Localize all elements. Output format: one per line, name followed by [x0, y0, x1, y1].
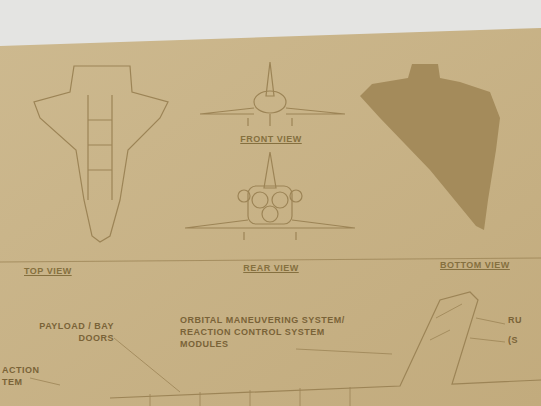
view-label: REAR VIEW [234, 262, 308, 274]
leader-line [470, 318, 505, 342]
front-wings [200, 108, 345, 114]
front-gear [248, 114, 292, 126]
payload-doors [88, 95, 112, 200]
part-label: RU [508, 314, 538, 326]
part-label: ORBITAL MANEUVERING SYSTEM/ REACTION CON… [180, 314, 366, 350]
bottom-view-silhouette [360, 64, 500, 230]
part-label: (S [508, 334, 538, 346]
leader-line [296, 349, 392, 354]
top-view-outline [34, 66, 168, 242]
part-label: ACTION TEM [2, 364, 46, 388]
rear-wings [185, 220, 355, 228]
rear-gear [244, 232, 296, 240]
rear-fin [264, 152, 276, 188]
view-label: TOP VIEW [24, 265, 94, 277]
tail-detail [430, 304, 462, 340]
view-label: FRONT VIEW [236, 133, 306, 145]
side-view-outline [110, 292, 541, 398]
side-bay-lines [150, 387, 350, 406]
front-fuselage [254, 91, 286, 113]
leader-line [114, 338, 180, 392]
leader-line [30, 378, 60, 385]
part-label: PAYLOAD / BAY DOORS [36, 320, 114, 344]
board [0, 28, 541, 406]
rear-body [248, 186, 292, 224]
view-label: BOTTOM VIEW [440, 259, 520, 271]
